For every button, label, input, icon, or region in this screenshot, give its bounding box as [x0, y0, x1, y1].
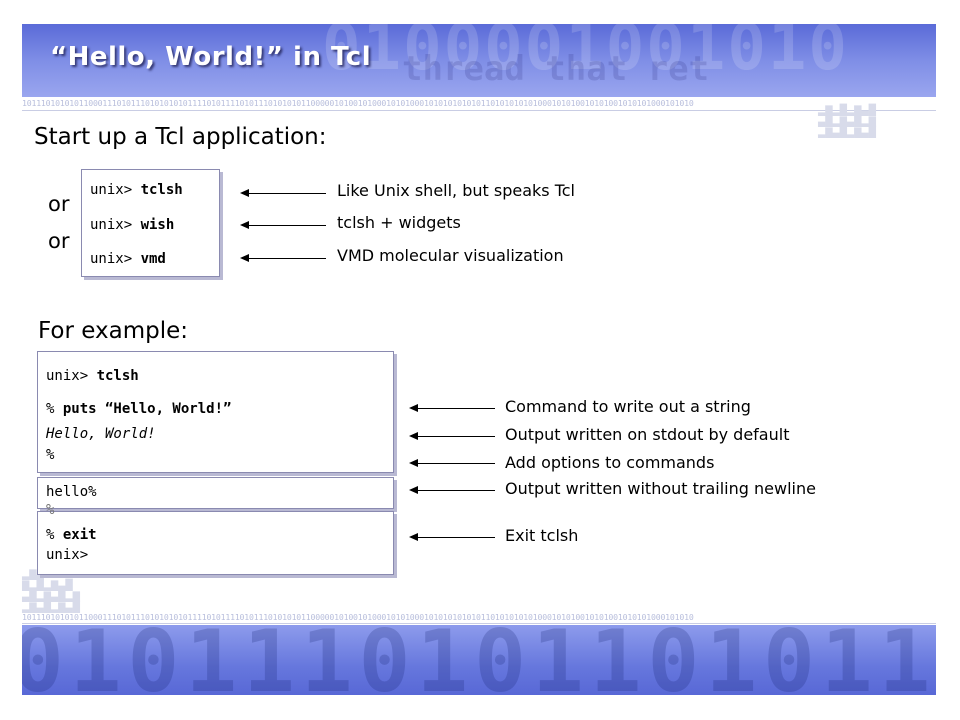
command-exit: exit [62, 527, 97, 543]
arrow-left-icon [240, 221, 326, 229]
command-vmd: vmd [140, 251, 166, 267]
example-code-box-3 [37, 511, 394, 575]
section-heading-example: For example: [38, 318, 188, 344]
annotation-stdout: Output written on stdout by default [505, 425, 790, 444]
startup-code-box [81, 169, 220, 277]
description-tclsh: Like Unix shell, but speaks Tcl [337, 181, 575, 200]
code-line-prompt-partial: % [46, 502, 55, 518]
binary-strip-bottom: 1011101010101100011101011101010101011110… [22, 612, 694, 622]
code-line-unix-prompt: unix> [46, 547, 89, 563]
annotation-exit: Exit tclsh [505, 526, 579, 545]
decorative-pattern-left: ▂▆▃▆▂▇▂▆▃▇▃▇▂▆▃▇▂▆▂▆▃▇▂▆▃▇ [22, 566, 80, 613]
arrow-left-icon [409, 533, 495, 541]
arrow-left-icon [240, 254, 326, 262]
example-code-box-1 [37, 351, 394, 473]
code-line-output: Hello, World! [46, 426, 156, 442]
tcl-prompt: % [46, 527, 63, 543]
section-heading-startup: Start up a Tcl application: [34, 124, 327, 150]
command-tclsh: tclsh [96, 368, 139, 384]
footer-band: 0101110101101011 [22, 625, 936, 695]
output-hello-world: Hello, World! [46, 426, 156, 442]
divider-top [22, 110, 936, 111]
shell-prompt: unix> [90, 182, 141, 198]
or-label-2: or [48, 229, 70, 253]
tcl-prompt: % [46, 401, 63, 417]
annotation-options: Add options to commands [505, 453, 715, 472]
arrow-left-icon [409, 459, 495, 467]
shell-prompt: unix> [46, 368, 97, 384]
slide-title: “Hello, World!” in Tcl [50, 42, 372, 72]
shell-prompt: unix> [90, 251, 141, 267]
code-line-prompt: % [46, 447, 55, 463]
header-band: 0100001001010 thread that ret [22, 24, 936, 97]
divider-bottom [22, 623, 936, 624]
annotation-nonewline: Output written without trailing newline [505, 479, 816, 498]
binary-strip-top: 1011101010101100011101011101010101011110… [22, 98, 694, 108]
code-line-wish: unix> wish [90, 217, 174, 233]
decorative-pattern-right: ▂▆▂▇▂▆▃▇▃▇▂▆▃▇▂▆▂▆▃▇▂▆▃▇ [818, 102, 876, 138]
shell-prompt: unix> [90, 217, 141, 233]
or-label-1: or [48, 192, 70, 216]
arrow-left-icon [240, 189, 326, 197]
command-tclsh: tclsh [140, 182, 183, 198]
code-line-vmd: unix> vmd [90, 251, 166, 267]
example-code-box-2 [37, 477, 394, 509]
description-vmd: VMD molecular visualization [337, 246, 564, 265]
command-wish: wish [140, 217, 175, 233]
arrow-left-icon [409, 432, 495, 440]
arrow-left-icon [409, 486, 495, 494]
command-puts: puts “Hello, World!” [62, 401, 232, 417]
background-script-art: thread that ret [402, 49, 710, 89]
code-line-nonewline: hello% [46, 484, 97, 500]
annotation-puts: Command to write out a string [505, 397, 751, 416]
background-binary-art: 0101110101101011 [22, 625, 936, 695]
arrow-left-icon [409, 404, 495, 412]
background-binary-art: 0100001001010 [322, 24, 849, 85]
code-line-start-tclsh: unix> tclsh [46, 368, 139, 384]
code-line-puts: % puts “Hello, World!” [46, 401, 231, 417]
description-wish: tclsh + widgets [337, 213, 461, 232]
code-line-tclsh: unix> tclsh [90, 182, 183, 198]
code-line-exit: % exit [46, 527, 97, 543]
